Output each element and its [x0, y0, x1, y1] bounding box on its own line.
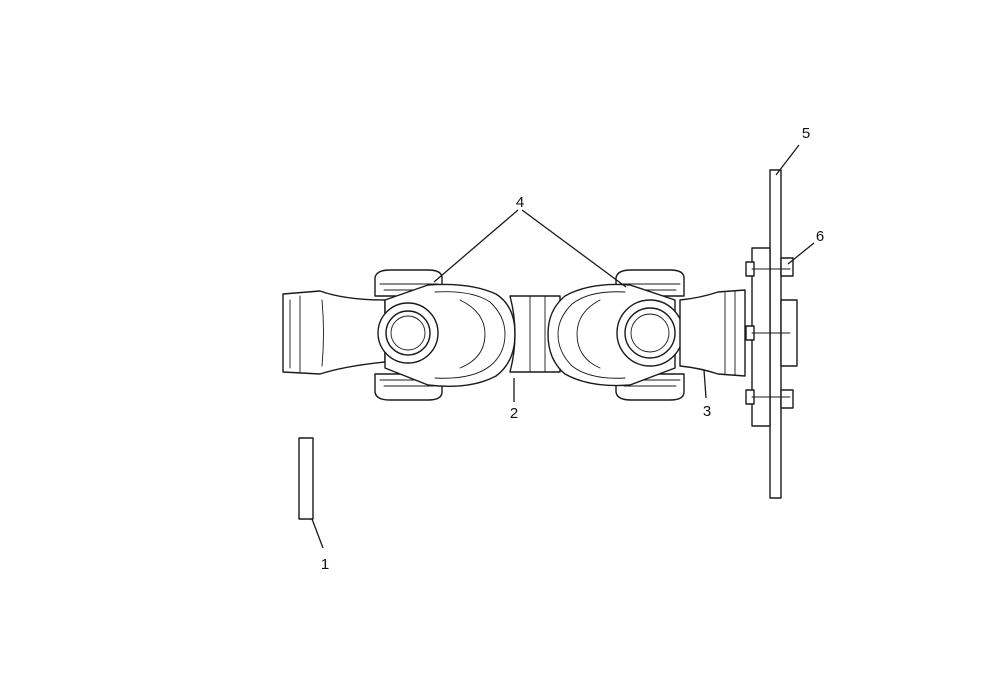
leader-5 [775, 144, 800, 176]
leader-3 [703, 369, 707, 399]
leader-1 [311, 518, 324, 549]
part-2-center-tube [509, 295, 565, 373]
callout-2: 2 [510, 405, 518, 422]
left-universal-joint [374, 269, 516, 401]
part-3-output-shaft [679, 289, 746, 377]
callout-4: 4 [516, 194, 524, 211]
leader-lines [311, 144, 815, 549]
part-1-plate [298, 437, 314, 520]
leader-4a [433, 209, 519, 283]
callout-1: 1 [321, 556, 329, 573]
part-6-flange-bolts [745, 247, 798, 427]
leader-6 [787, 242, 815, 265]
callout-3: 3 [703, 403, 711, 420]
callout-5: 5 [802, 125, 810, 142]
callout-6: 6 [816, 228, 824, 245]
left-input-sleeve [282, 290, 386, 375]
leader-4b [521, 209, 627, 288]
callout-labels: 1 2 3 4 5 6 [321, 125, 824, 573]
right-universal-joint [547, 269, 685, 401]
part-5-mounting-plate [769, 169, 782, 499]
